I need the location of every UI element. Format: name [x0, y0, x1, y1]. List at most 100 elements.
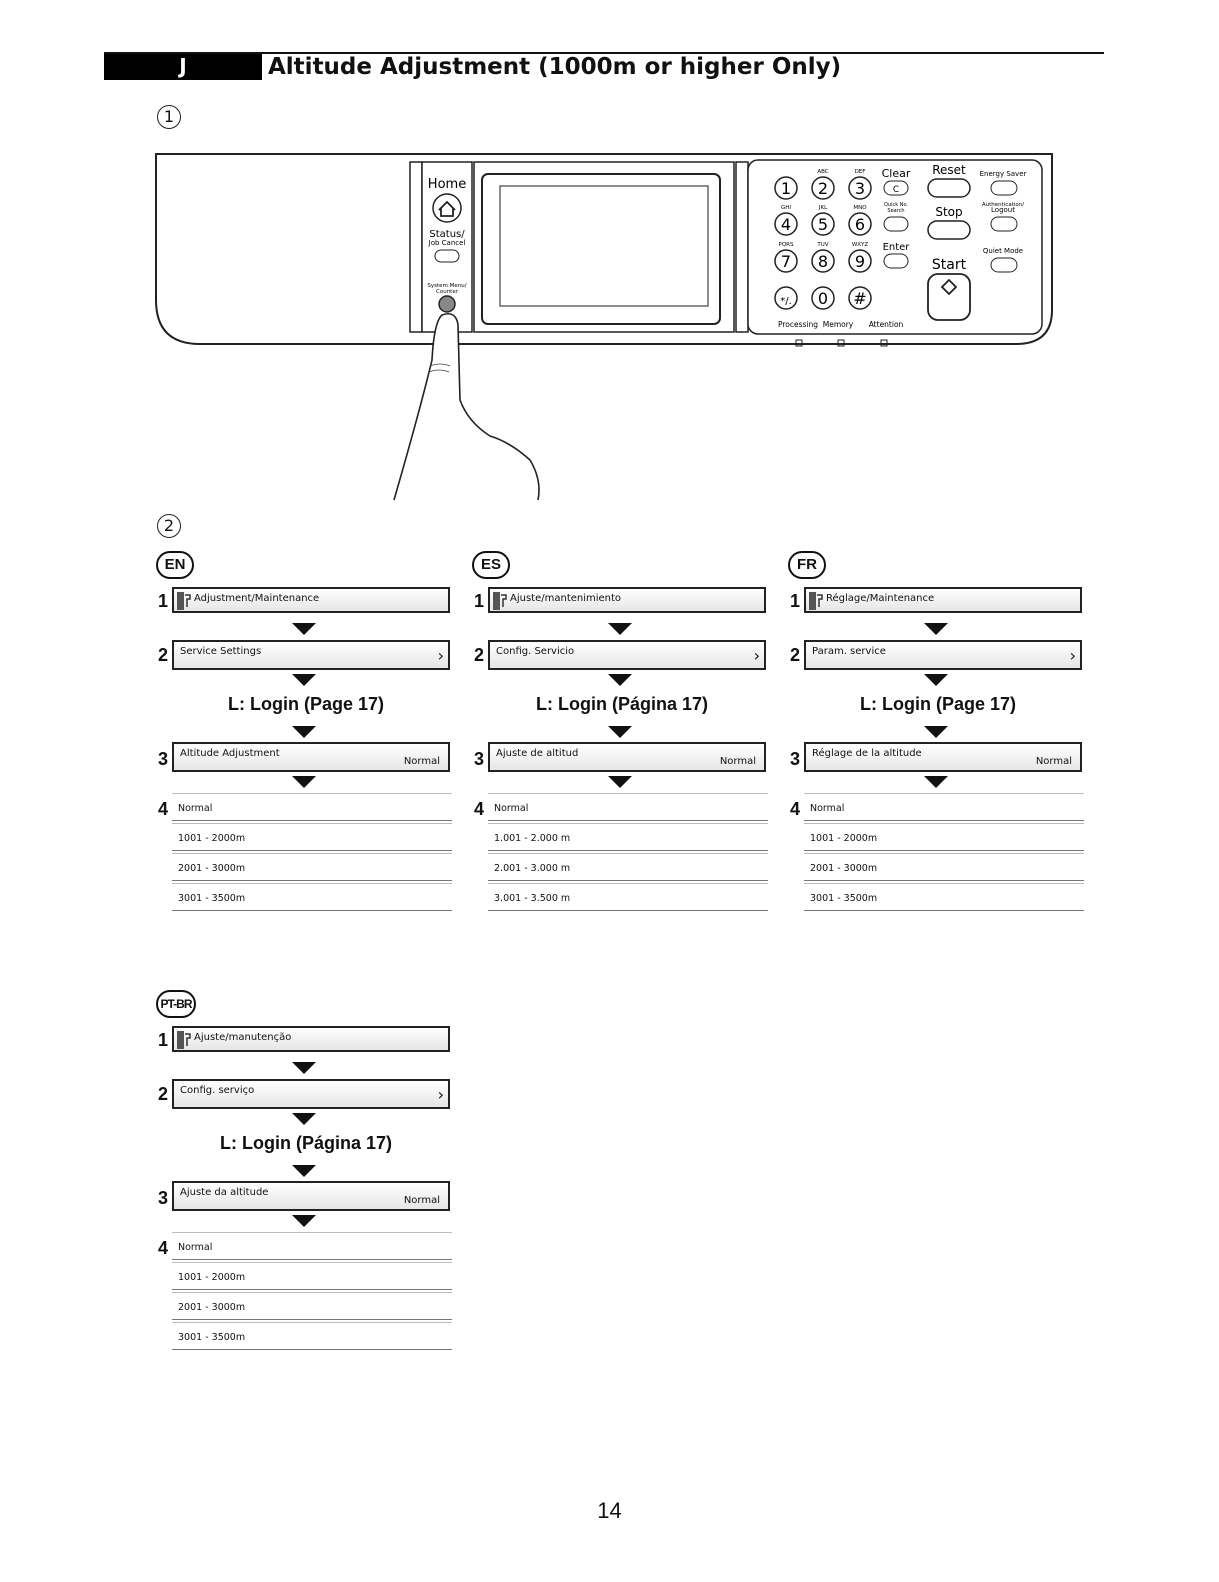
wrench-icon: [493, 592, 507, 610]
chevron-right-icon: ›: [437, 1085, 444, 1104]
service-settings-button[interactable]: Config. serviço ›: [172, 1079, 450, 1109]
altitude-adjustment-button[interactable]: Ajuste de altitud Normal: [488, 742, 766, 772]
job-cancel-label: Job Cancel: [428, 239, 466, 247]
keypad-letters-label: TUV: [816, 242, 828, 248]
option-label: 2001 - 3000m: [178, 863, 246, 874]
altitude-label: Réglage de la altitude: [812, 748, 922, 759]
altitude-value: Normal: [403, 756, 440, 767]
keypad-key-label: #: [853, 289, 866, 308]
language-badge: EN: [156, 551, 194, 579]
option-label: Normal: [178, 1242, 213, 1253]
altitude-option[interactable]: 2001 - 3000m: [172, 853, 452, 881]
menu-label: Réglage/Maintenance: [826, 593, 935, 604]
altitude-option[interactable]: Normal: [804, 793, 1084, 821]
step-number: 2: [789, 645, 800, 665]
wrench-icon: [177, 592, 191, 610]
keypad-key-circle: [774, 176, 798, 200]
counter-label: Counter: [436, 289, 459, 295]
login-reference: L: Login (Página 17): [535, 694, 708, 714]
down-arrow-icon: [292, 674, 316, 686]
step-number: 1: [473, 591, 484, 611]
altitude-options-list: Normal 1001 - 2000m 2001 - 3000m 3001 - …: [804, 793, 1084, 913]
altitude-option[interactable]: Normal: [172, 1232, 452, 1260]
login-reference: L: Login (Page 17): [859, 694, 1016, 714]
altitude-option[interactable]: 3001 - 3500m: [172, 1322, 452, 1350]
option-label: Normal: [178, 803, 213, 814]
down-arrow-icon: [292, 623, 316, 635]
altitude-adjustment-button[interactable]: Altitude Adjustment Normal: [172, 742, 450, 772]
step-number: 4: [157, 799, 168, 819]
keypad-key-label: 9: [855, 252, 865, 271]
keypad-key-label: 3: [855, 179, 865, 198]
keypad-key-circle: [774, 286, 798, 310]
altitude-option[interactable]: 3001 - 3500m: [804, 883, 1084, 911]
altitude-value: Normal: [1035, 756, 1072, 767]
altitude-option[interactable]: 1001 - 2000m: [172, 1262, 452, 1290]
keypad-key-circle: [811, 176, 835, 200]
chevron-right-icon: ›: [437, 646, 444, 665]
altitude-option[interactable]: 1.001 - 2.000 m: [488, 823, 768, 851]
enter-button: [883, 253, 909, 269]
keypad-key-label: 4: [781, 215, 791, 234]
adjustment-maintenance-button[interactable]: Ajuste/mantenimiento: [488, 587, 766, 613]
altitude-adjustment-button[interactable]: Ajuste da altitude Normal: [172, 1181, 450, 1211]
processing-label: Processing: [778, 320, 818, 329]
clear-button: [883, 180, 909, 196]
adjustment-maintenance-button[interactable]: Ajuste/manutenção: [172, 1026, 450, 1052]
search-label: Search: [887, 208, 904, 214]
option-label: Normal: [810, 803, 845, 814]
altitude-option[interactable]: 3.001 - 3.500 m: [488, 883, 768, 911]
service-label: Config. serviço: [180, 1085, 255, 1096]
down-arrow-icon: [608, 674, 632, 686]
service-settings-button[interactable]: Config. Servicio ›: [488, 640, 766, 670]
altitude-option[interactable]: 2.001 - 3.000 m: [488, 853, 768, 881]
system-menu-button: [438, 295, 456, 313]
service-settings-button[interactable]: Param. service ›: [804, 640, 1082, 670]
menu-label: Adjustment/Maintenance: [194, 593, 320, 604]
down-arrow-icon: [292, 726, 316, 738]
keypad-key-circle: [848, 249, 872, 273]
login-reference: L: Login (Page 17): [227, 694, 384, 714]
down-arrow-icon: [608, 623, 632, 635]
keypad-key-circle: [774, 249, 798, 273]
clear-key-label: C: [893, 185, 899, 195]
step-number: 4: [473, 799, 484, 819]
adjustment-maintenance-button[interactable]: Réglage/Maintenance: [804, 587, 1082, 613]
altitude-option[interactable]: 3001 - 3500m: [172, 883, 452, 911]
down-arrow-icon: [292, 1215, 316, 1227]
stop-label: Stop: [935, 205, 962, 219]
status-label: Status/: [429, 229, 465, 240]
menu-label: Ajuste/manutenção: [194, 1032, 292, 1043]
altitude-option[interactable]: 1001 - 2000m: [804, 823, 1084, 851]
altitude-option[interactable]: Normal: [172, 793, 452, 821]
altitude-option[interactable]: 1001 - 2000m: [172, 823, 452, 851]
keypad-key-circle: [811, 249, 835, 273]
altitude-option[interactable]: 2001 - 3000m: [804, 853, 1084, 881]
language-badge: FR: [788, 551, 826, 579]
altitude-label: Ajuste de altitud: [496, 748, 579, 759]
keypad-key-label: 0: [818, 289, 828, 308]
altitude-options-list: Normal 1001 - 2000m 2001 - 3000m 3001 - …: [172, 1232, 452, 1352]
language-column-es: ES 1 Ajuste/mantenimiento 2 Config. Serv…: [472, 551, 772, 931]
start-icon: [940, 278, 958, 296]
logout-label: Logout: [991, 206, 1015, 214]
language-column-pt-br: PT-BR 1 Ajuste/manutenção 2 Config. serv…: [156, 990, 456, 1370]
option-label: 3001 - 3500m: [810, 893, 878, 904]
altitude-value: Normal: [719, 756, 756, 767]
keypad-key-circle: [811, 212, 835, 236]
keypad-key-circle: [811, 286, 835, 310]
chevron-right-icon: ›: [753, 646, 760, 665]
quick-no-label: Quick No.: [884, 202, 908, 208]
altitude-label: Ajuste da altitude: [180, 1187, 269, 1198]
option-label: 1001 - 2000m: [178, 1272, 246, 1283]
start-button: [927, 273, 971, 321]
altitude-option[interactable]: Normal: [488, 793, 768, 821]
energy-saver-button: [990, 180, 1018, 196]
quick-search-button: [883, 216, 909, 232]
altitude-option[interactable]: 2001 - 3000m: [172, 1292, 452, 1320]
service-settings-button[interactable]: Service Settings ›: [172, 640, 450, 670]
service-label: Config. Servicio: [496, 646, 575, 657]
altitude-adjustment-button[interactable]: Réglage de la altitude Normal: [804, 742, 1082, 772]
adjustment-maintenance-button[interactable]: Adjustment/Maintenance: [172, 587, 450, 613]
quiet-mode-label: Quiet Mode: [983, 247, 1023, 255]
